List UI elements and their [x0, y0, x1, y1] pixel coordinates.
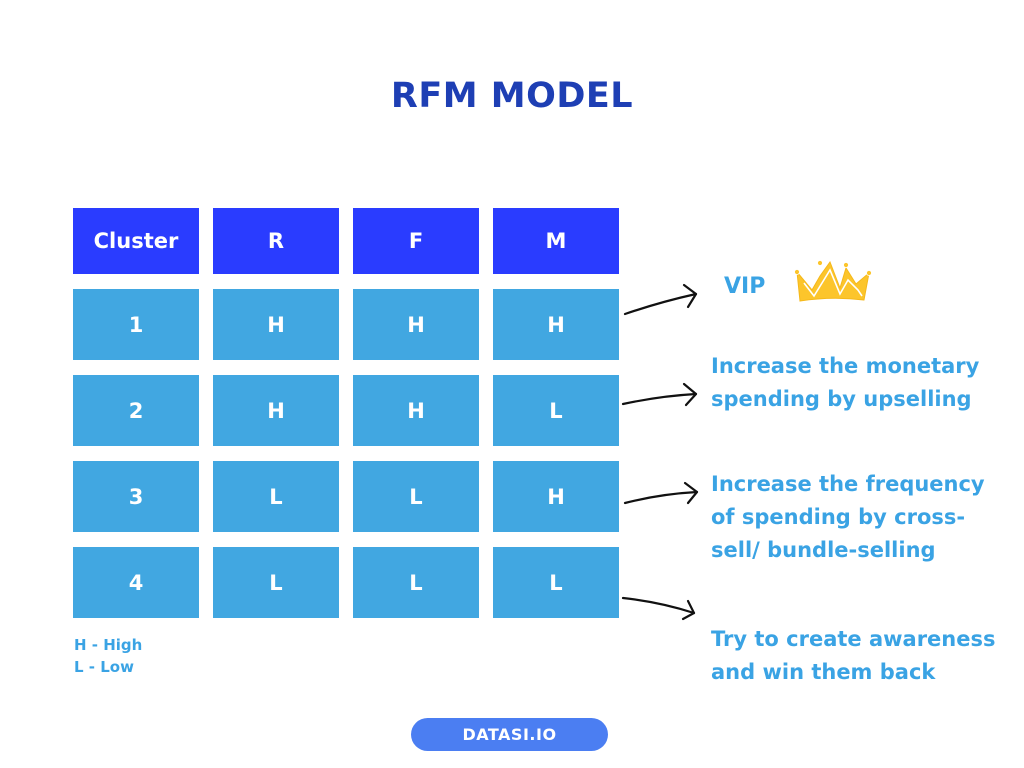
legend-high: H - High [74, 636, 143, 654]
note-line: spending by upselling [711, 387, 972, 411]
note-line: sell/ bundle-selling [711, 538, 936, 562]
f-cell: L [353, 461, 479, 532]
arrow-icon [621, 596, 696, 621]
header-cluster: Cluster [73, 208, 199, 274]
header-f: F [353, 208, 479, 274]
f-cell: L [353, 547, 479, 618]
cluster-2-action: Increase the monetary spending by upsell… [711, 350, 979, 416]
m-cell: L [493, 547, 619, 618]
cluster-cell: 3 [73, 461, 199, 532]
note-line: of spending by cross- [711, 505, 966, 529]
brand-badge: DATASI.IO [411, 718, 608, 751]
m-cell: H [493, 289, 619, 360]
r-cell: L [213, 547, 339, 618]
m-cell: L [493, 375, 619, 446]
crown-icon [794, 260, 872, 302]
note-line: and win them back [711, 660, 936, 684]
note-line: Increase the frequency [711, 472, 985, 496]
cluster-cell: 2 [73, 375, 199, 446]
cluster-4-action: Try to create awareness and win them bac… [711, 623, 996, 689]
f-cell: H [353, 289, 479, 360]
r-cell: H [213, 289, 339, 360]
arrow-icon [623, 481, 699, 505]
header-r: R [213, 208, 339, 274]
r-cell: L [213, 461, 339, 532]
header-m: M [493, 208, 619, 274]
note-line: Increase the monetary [711, 354, 980, 378]
legend: H - High L - Low [74, 634, 142, 678]
cluster-3-action: Increase the frequency of spending by cr… [711, 468, 985, 567]
cluster-cell: 1 [73, 289, 199, 360]
f-cell: H [353, 375, 479, 446]
page-title: RFM MODEL [390, 76, 634, 116]
r-cell: H [213, 375, 339, 446]
cluster-cell: 4 [73, 547, 199, 618]
arrow-icon [621, 382, 698, 407]
vip-label: VIP [724, 274, 766, 299]
legend-low: L - Low [74, 658, 134, 676]
note-line: Try to create awareness [711, 627, 996, 651]
m-cell: H [493, 461, 619, 532]
arrow-icon [623, 283, 698, 316]
